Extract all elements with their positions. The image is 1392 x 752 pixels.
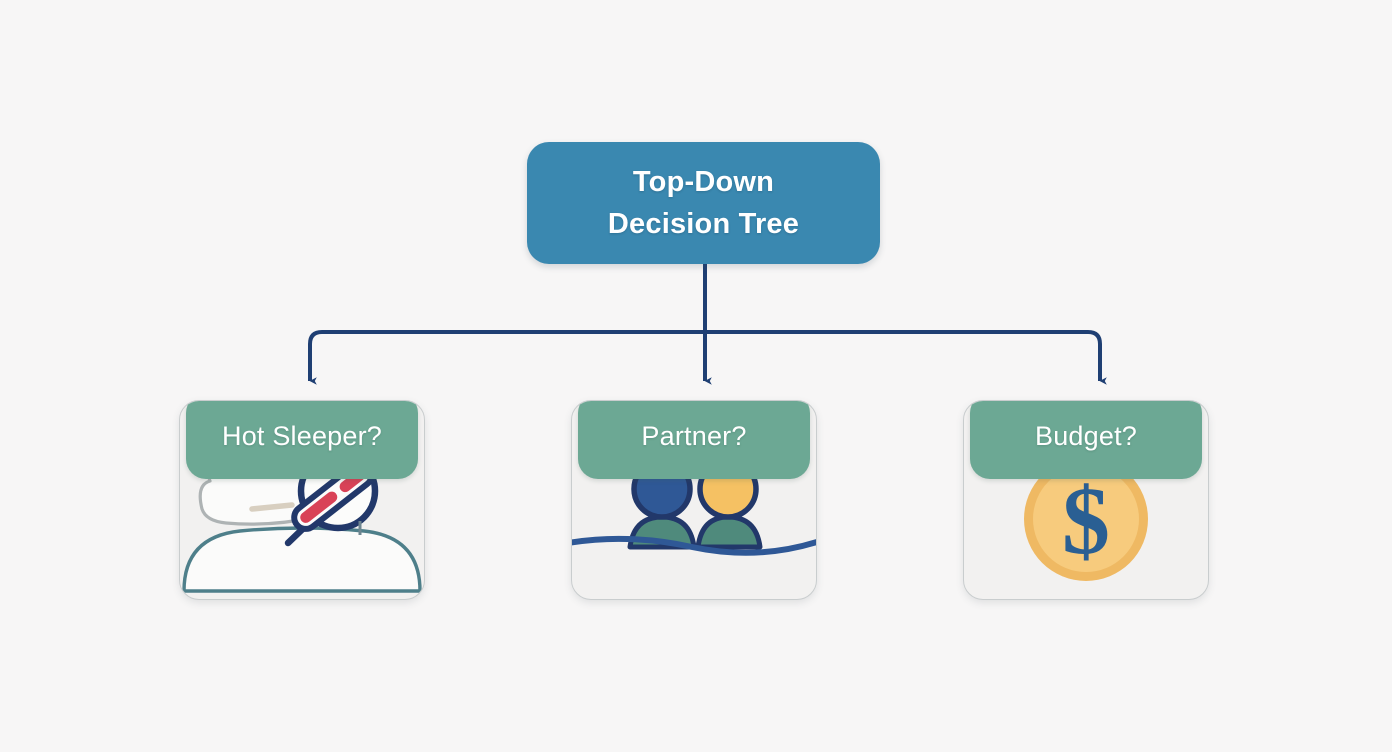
root-node-label: Top-Down Decision Tree	[608, 161, 799, 245]
connector-branch-right	[705, 330, 1107, 385]
card-header-partner: Partner?	[578, 401, 810, 479]
root-label-line1: Top-Down	[632, 165, 775, 198]
card-label-budget: Budget?	[1035, 420, 1137, 451]
card-header-budget: Budget?	[970, 401, 1202, 479]
decision-card-partner[interactable]: Partner?	[571, 400, 817, 600]
svg-text:$: $	[1062, 467, 1110, 574]
root-label-line2: Decision Tree	[607, 208, 800, 240]
root-node[interactable]: Top-Down Decision Tree	[527, 142, 880, 264]
card-label-hot-sleeper: Hot Sleeper?	[222, 420, 382, 451]
connector-branch-left	[308, 330, 705, 385]
decision-card-hot-sleeper[interactable]: Hot Sleeper?	[179, 400, 425, 600]
card-label-partner: Partner?	[641, 420, 747, 451]
dollar-coin-icon: $	[1024, 457, 1148, 581]
decision-card-budget[interactable]: $ Budget?	[963, 400, 1209, 600]
card-header-hot-sleeper: Hot Sleeper?	[186, 401, 418, 479]
